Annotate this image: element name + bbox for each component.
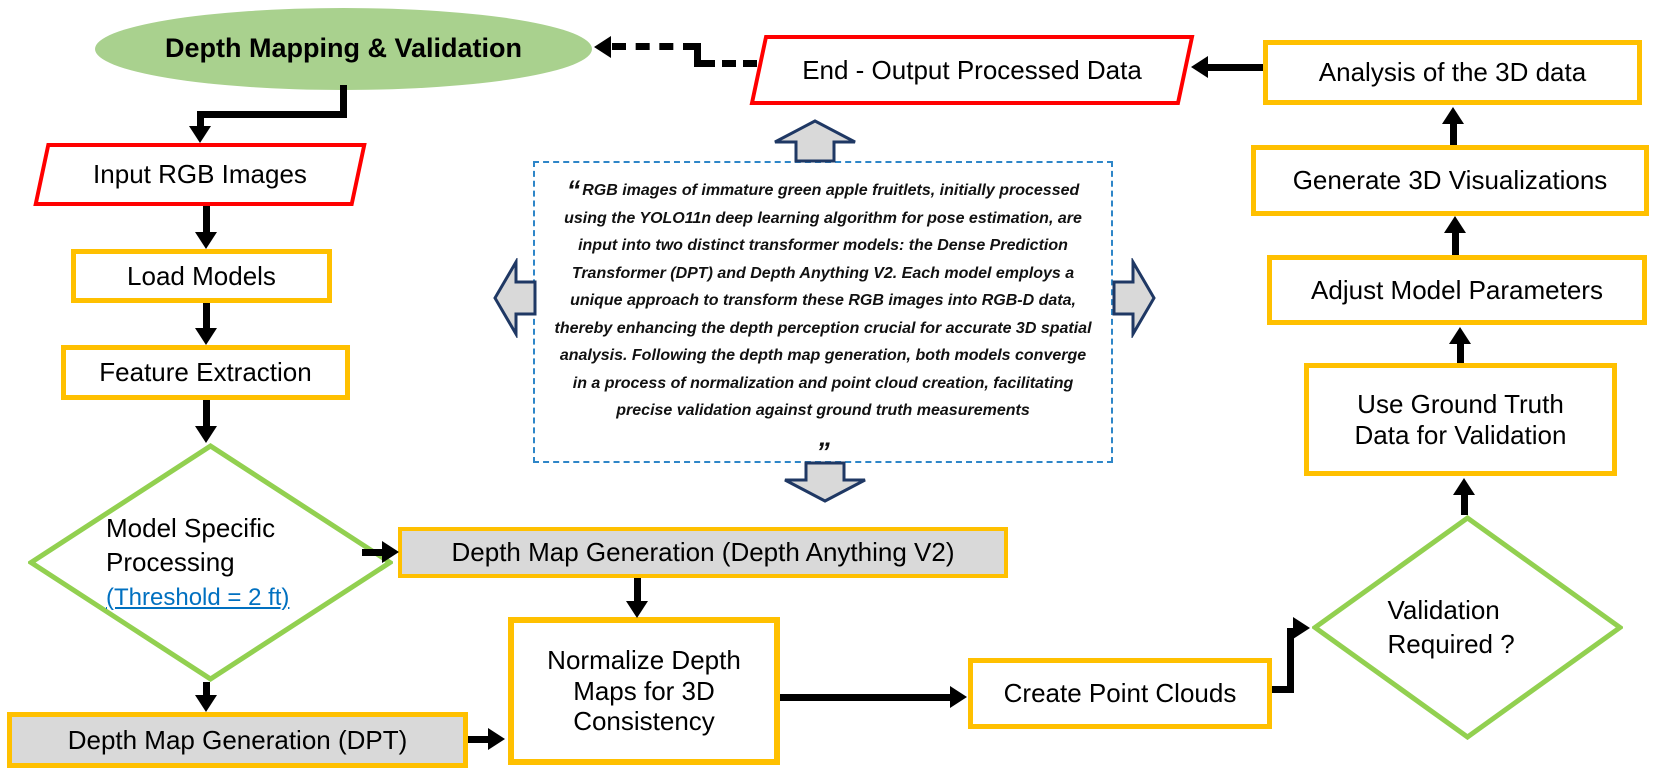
connector-end-start-arrowhead xyxy=(594,36,611,58)
node-model-specific-threshold: (Threshold = 2 ft) xyxy=(106,583,290,611)
node-model-specific-label: Model Specific Processing xyxy=(106,513,276,577)
block-arrow-up-icon xyxy=(774,119,856,163)
node-feature-extraction-label: Feature Extraction xyxy=(99,357,312,388)
connector-end-start-dashed-seg xyxy=(612,43,697,50)
node-depth-anything: Depth Map Generation (Depth Anything V2) xyxy=(398,527,1008,578)
node-normalize: Normalize Depth Maps for 3D Consistency xyxy=(508,617,780,765)
diamond-shape xyxy=(1312,515,1623,740)
block-arrow-down-icon xyxy=(784,461,866,503)
connector-diamond-dpt-arrowhead xyxy=(195,695,217,712)
connector-create-validation-arrowhead xyxy=(1293,617,1310,639)
node-analysis-label: Analysis of the 3D data xyxy=(1318,57,1587,88)
connector-diamond-dpt-seg xyxy=(203,682,210,697)
connector-generate-analysis-arrowhead xyxy=(1442,107,1464,124)
connector-validation-groundtruth-seg xyxy=(1461,493,1468,515)
node-validation-diamond: Validation Required ? xyxy=(1312,515,1623,740)
node-depth-anything-label: Depth Map Generation (Depth Anything V2) xyxy=(451,537,955,568)
block-arrow-left-icon xyxy=(493,258,537,338)
connector-load-feature-arrowhead xyxy=(195,328,217,345)
connector-adjust-generate-arrowhead xyxy=(1444,216,1466,233)
connector-analysis-end-seg xyxy=(1208,64,1263,71)
node-analysis: Analysis of the 3D data xyxy=(1263,40,1642,105)
connector-groundtruth-adjust-arrowhead xyxy=(1449,327,1471,344)
node-ground-truth: Use Ground Truth Data for Validation xyxy=(1304,363,1617,476)
connector-start-input-seg xyxy=(340,85,347,118)
connector-groundtruth-adjust-seg xyxy=(1457,343,1464,363)
connector-dpt-normalize-arrowhead xyxy=(488,728,505,750)
connector-start-input-seg xyxy=(197,111,204,127)
connector-start-input-arrowhead xyxy=(189,126,211,143)
connector-feature-diamond-arrowhead xyxy=(195,426,217,443)
node-dpt-label: Depth Map Generation (DPT) xyxy=(67,724,408,755)
connector-diamond-dav2-seg xyxy=(362,549,384,556)
connector-diamond-dav2-arrowhead xyxy=(382,541,399,563)
connector-dav2-normalize-seg xyxy=(634,578,641,603)
node-generate-viz: Generate 3D Visualizations xyxy=(1251,145,1649,216)
node-create-point-clouds: Create Point Clouds xyxy=(968,658,1272,729)
connector-validation-groundtruth-arrowhead xyxy=(1453,478,1475,495)
node-input-rgb: Input RGB Images xyxy=(33,143,367,206)
node-feature-extraction: Feature Extraction xyxy=(61,345,350,400)
node-end: End - Output Processed Data xyxy=(749,35,1195,105)
close-quote-mark: ” xyxy=(816,436,830,467)
connector-end-start-dashed-seg xyxy=(694,43,701,67)
connector-normalize-create-arrowhead xyxy=(950,686,967,708)
node-dpt: Depth Map Generation (DPT) xyxy=(7,712,468,768)
connector-load-feature-seg xyxy=(203,303,210,329)
node-load-models-label: Load Models xyxy=(127,260,276,291)
open-quote-mark: “ xyxy=(566,175,581,205)
node-end-label: End - Output Processed Data xyxy=(802,54,1142,85)
connector-analysis-end-arrowhead xyxy=(1191,56,1208,78)
node-create-point-clouds-label: Create Point Clouds xyxy=(1003,678,1237,709)
description-quote-box: “RGB images of immature green apple frui… xyxy=(533,161,1113,467)
connector-create-validation-seg xyxy=(1272,686,1294,693)
node-validation-label: Validation Required ? xyxy=(1387,594,1515,659)
node-load-models: Load Models xyxy=(71,249,332,303)
node-normalize-label: Normalize Depth Maps for 3D Consistency xyxy=(547,644,741,737)
connector-dav2-normalize-arrowhead xyxy=(626,601,648,618)
connector-dpt-normalize-seg xyxy=(468,736,490,743)
block-arrow-right-icon xyxy=(1112,258,1156,338)
diamond-shape xyxy=(28,443,393,682)
quote-text: RGB images of immature green apple fruit… xyxy=(554,182,1092,420)
node-start-label: Depth Mapping & Validation xyxy=(165,33,522,64)
node-adjust-params-label: Adjust Model Parameters xyxy=(1311,274,1603,305)
node-input-rgb-label: Input RGB Images xyxy=(93,159,307,189)
node-model-specific-diamond: Model Specific Processing (Threshold = 2… xyxy=(28,443,393,682)
node-start-ellipse: Depth Mapping & Validation xyxy=(95,8,592,90)
node-ground-truth-label: Use Ground Truth Data for Validation xyxy=(1354,388,1567,450)
connector-start-input-seg xyxy=(200,111,347,118)
node-generate-viz-label: Generate 3D Visualizations xyxy=(1292,165,1608,196)
connector-normalize-create-seg xyxy=(780,694,952,701)
connector-input-load-seg xyxy=(203,206,210,233)
connector-input-load-arrowhead xyxy=(195,232,217,249)
connector-adjust-generate-seg xyxy=(1452,232,1459,255)
node-adjust-params: Adjust Model Parameters xyxy=(1267,255,1647,325)
connector-create-validation-seg xyxy=(1287,628,1294,693)
connector-generate-analysis-seg xyxy=(1450,123,1457,145)
connector-feature-diamond-seg xyxy=(203,400,210,427)
connector-end-start-dashed-seg xyxy=(701,60,757,67)
